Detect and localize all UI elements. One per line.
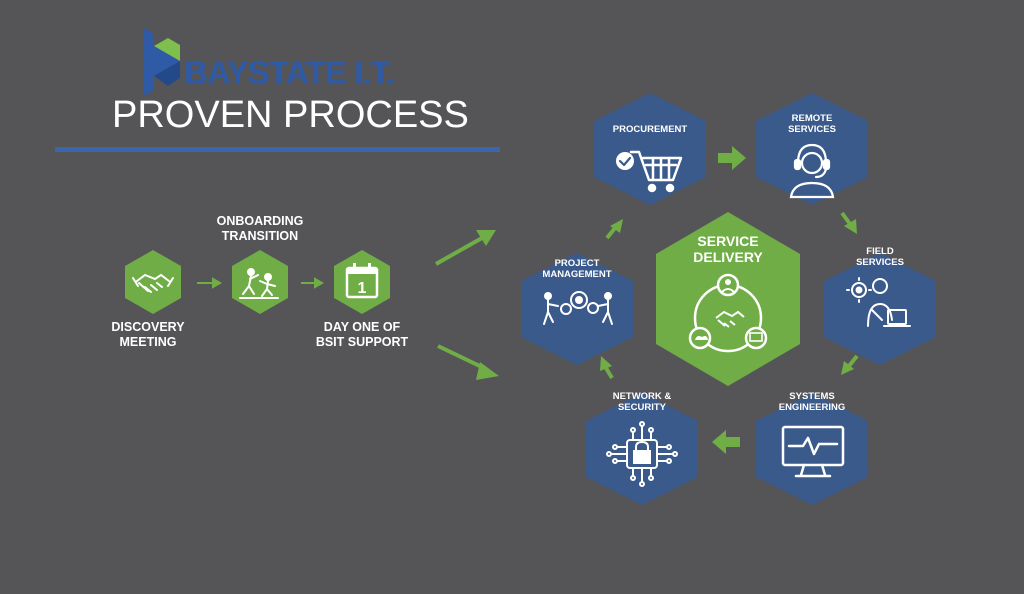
cycle-label-project-management: PROJECT MANAGEMENT [542, 258, 612, 280]
gears-team-icon [543, 291, 613, 325]
cycle-hex-systems-engineering [756, 393, 868, 505]
center-hex-service-delivery [656, 212, 800, 386]
calendar-day: 1 [358, 280, 367, 297]
chip-lock-icon [606, 421, 678, 487]
step-hex-dayone: 1 [334, 250, 390, 314]
team-climb-icon [239, 268, 279, 299]
monitor-pulse-icon [781, 425, 845, 478]
page-title: PROVEN PROCESS [112, 94, 469, 136]
cycle-label-field-services: FIELD SERVICES [856, 246, 904, 268]
cycle-arrow-remote-field [840, 211, 857, 234]
cycle-hex-project-management [521, 253, 633, 365]
cycle-arrow-procurement-remote [718, 146, 746, 170]
cycle-label-procurement: PROCUREMENT [612, 124, 688, 135]
cycle-label-network-security: NETWORK & SECURITY [612, 391, 672, 413]
calendar-icon: 1 [345, 263, 379, 299]
step-connector-1 [197, 277, 223, 289]
step-label-dayone: DAY ONE OF BSIT SUPPORT [315, 320, 409, 349]
cycle-hex-procurement [594, 93, 706, 205]
cycle-label-remote-services: REMOTE SERVICES [788, 113, 836, 135]
step-label-discovery: DISCOVERY MEETING [111, 320, 185, 349]
step-label-onboarding: ONBOARDING TRANSITION [216, 214, 304, 243]
cycle-arrow-field-systems [841, 354, 859, 375]
cycle-hex-field-services [824, 253, 936, 365]
branch-arrow-down [437, 344, 499, 380]
shopping-cart-icon [616, 150, 683, 193]
step-connector-2 [301, 277, 325, 289]
cycle-arrow-network-project [600, 356, 614, 380]
field-technician-icon [846, 277, 911, 327]
title-divider [55, 147, 500, 152]
brand-mark-icon [144, 28, 180, 96]
handshake-icon [132, 273, 174, 293]
branch-arrow-up [435, 230, 496, 266]
cycle-arrow-project-procurement [605, 219, 623, 240]
brand-logo: BAYSTATE I.T. [140, 26, 420, 96]
center-label: SERVICE DELIVERY [693, 233, 763, 266]
cycle-hex-network-security [586, 393, 698, 505]
step-hex-onboarding [232, 250, 288, 314]
headset-support-icon [789, 143, 835, 199]
step-hex-discovery [125, 250, 181, 314]
brand-name: BAYSTATE I.T. [184, 54, 395, 91]
cycle-arrow-systems-network [712, 430, 740, 454]
cycle-label-systems-engineering: SYSTEMS ENGINEERING [778, 391, 846, 413]
cycle-hex-remote-services [756, 93, 868, 205]
service-cycle-icon [688, 273, 768, 353]
